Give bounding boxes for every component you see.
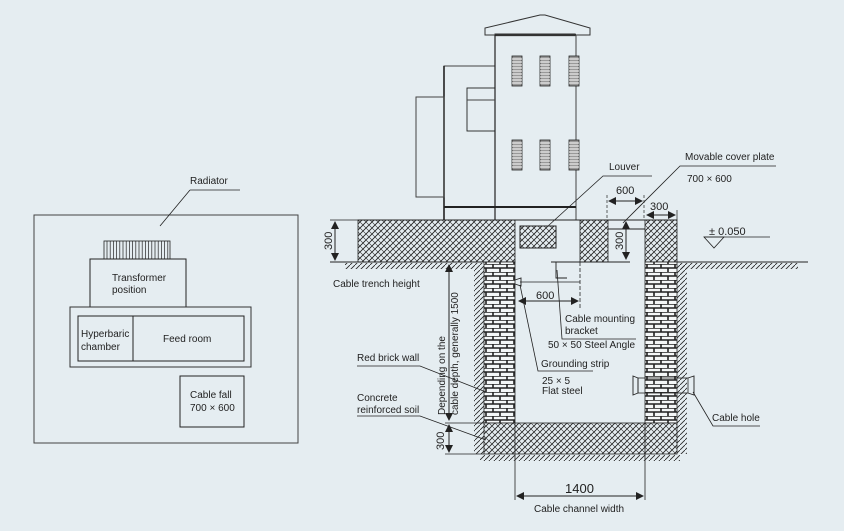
cable-hole-leader	[692, 391, 760, 427]
dim-600-bracket: 600	[536, 290, 554, 302]
cable-hole-icon	[632, 375, 695, 396]
right-brick-wall	[644, 261, 678, 424]
louver-icon	[511, 139, 523, 171]
louver-icon	[539, 139, 551, 171]
radiator-label: Radiator	[190, 176, 228, 187]
concrete-label-2: reinforced soil	[357, 405, 419, 416]
louver-icon	[511, 55, 523, 87]
dim-300-top: 300	[650, 201, 668, 213]
section-view: 600 300 300 Louver Movable cover plate 7…	[323, 14, 808, 515]
bracket-label: Cable mounting	[565, 314, 635, 325]
louver-leader	[547, 175, 652, 227]
trench-height-label: Cable trench height	[333, 279, 420, 290]
door-panel	[466, 87, 496, 132]
cable-mounting-bracket	[551, 261, 630, 279]
louver-icon	[568, 55, 580, 87]
concrete-label: Concrete	[357, 393, 398, 404]
louver-label: Louver	[609, 162, 640, 173]
roof	[484, 14, 591, 36]
cable-fall-size: 700 × 600	[190, 403, 235, 414]
cover-plate-label: Movable cover plate	[685, 152, 775, 163]
cover-plate-leader	[622, 165, 776, 224]
cover-plate-size: 700 × 600	[687, 174, 732, 185]
substation-building	[415, 14, 591, 221]
louver-icon	[539, 55, 551, 87]
hyperbaric-label: Hyperbaric	[81, 329, 129, 340]
brick-wall-label: Red brick wall	[357, 353, 419, 364]
soil-hatch-left-top	[345, 263, 485, 269]
louver-vents	[511, 55, 580, 171]
left-slab	[357, 219, 516, 263]
radiator-icon	[103, 240, 171, 260]
grounding-clamp-icon	[514, 277, 522, 287]
elevation-marker	[703, 236, 770, 249]
brick-wall-leader	[357, 365, 487, 393]
channel-width-label: Cable channel width	[534, 504, 624, 515]
middle-slab	[579, 219, 609, 263]
bracket-label-2: bracket	[565, 326, 598, 337]
grounding-leader	[519, 284, 593, 372]
dim-300-bottom: 300	[435, 432, 447, 450]
bracket-spec: 50 × 50 Steel Angle	[548, 340, 635, 351]
cable-hole-label: Cable hole	[712, 413, 760, 424]
bracket-leader	[556, 269, 636, 340]
grounding-spec-2: Flat steel	[542, 386, 583, 397]
bottom-concrete-slab	[483, 422, 678, 455]
site-boundary	[33, 214, 299, 444]
concrete-leader	[357, 415, 487, 441]
depth-label-2: cable depth, generally 1500	[450, 292, 461, 415]
soil-hatch-right-top	[680, 263, 798, 269]
radiator-leader	[159, 189, 191, 227]
transformer-label: Transformer	[112, 273, 167, 284]
left-brick-wall	[483, 261, 516, 424]
cable-fall-box	[179, 375, 245, 428]
dim-300-left: 300	[323, 232, 335, 250]
right-slab	[644, 219, 678, 263]
plan-view: Radiator Transformer position Hyperbaric…	[33, 176, 299, 444]
dim-1400: 1400	[565, 481, 594, 496]
radiator-side-panel	[415, 96, 445, 198]
equipment-outer-box	[69, 306, 252, 368]
soil-hatch-bottom	[480, 455, 680, 461]
hyperbaric-label-2: chamber	[81, 342, 121, 353]
grounding-label: Grounding strip	[541, 359, 610, 370]
cable-fall-label: Cable fall	[190, 390, 232, 401]
depth-label: Depending on the	[437, 336, 448, 415]
main-cabinet	[494, 34, 577, 221]
soil-hatch-left-wall	[474, 269, 484, 454]
louver-icon	[568, 139, 580, 171]
grounding-spec: 25 × 5	[542, 376, 571, 387]
elevation-label: ± 0.050	[709, 226, 746, 238]
feed-room-box	[132, 315, 245, 362]
dim-600-top: 600	[616, 185, 634, 197]
louver-vent-grille	[519, 225, 557, 249]
soil-hatch-right-wall	[677, 264, 687, 454]
side-cabinet	[443, 65, 496, 221]
dim-300-cover: 300	[614, 232, 626, 250]
transformer-label-2: position	[112, 285, 146, 296]
feed-room-label: Feed room	[163, 334, 211, 345]
